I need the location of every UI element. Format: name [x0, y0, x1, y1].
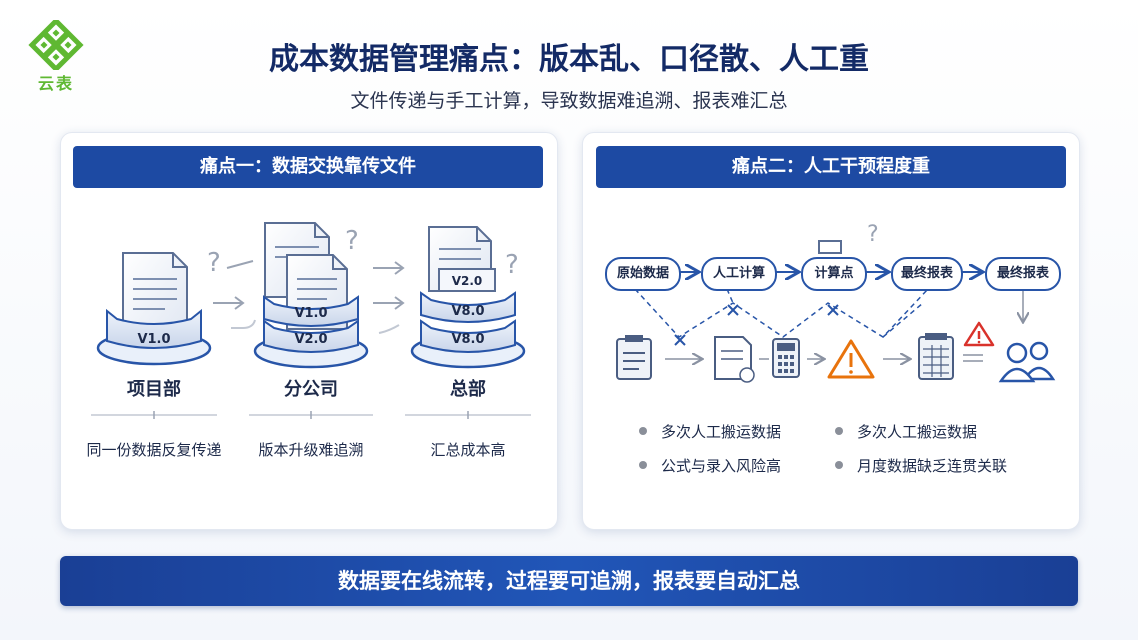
bullet-item-4: 月度数据缺乏连贯关联 [835, 455, 1007, 476]
question-icon: ? [867, 222, 879, 247]
manual-flow-illustration: ? [616, 222, 1056, 383]
bullet-item-2: 多次人工搬运数据 [835, 421, 977, 442]
left-panel-heading: 痛点一：数据交换靠传文件 [73, 146, 543, 188]
stack-icon-3: V2.0 V8.0 V8.0 ? [410, 226, 526, 369]
right-panel: 痛点二：人工干预程度重 ? [582, 132, 1080, 530]
stack-icon-1: V1.0 ? [96, 248, 221, 366]
users-icon [998, 341, 1056, 383]
dept-label-1: 项目部 [127, 379, 181, 400]
bullet-item-1: 多次人工搬运数据 [639, 421, 781, 442]
flow-node-5: 最终报表 [985, 257, 1061, 291]
warning-icon [827, 339, 875, 379]
desc-label-3: 汇总成本高 [430, 441, 506, 459]
brand-logo: 云表 [28, 17, 84, 96]
logo-text: 云表 [37, 74, 74, 93]
page-subtitle: 文件传递与手工计算，导致数据难追溯、报表难汇总 [350, 90, 788, 112]
version-label: V8.0 [451, 304, 484, 319]
question-icon: ? [505, 250, 519, 280]
desc-label-2: 版本升级难追溯 [258, 441, 364, 459]
bullet-item-3: 公式与录入风险高 [639, 455, 781, 476]
file-transfer-illustration: V1.0 ? V1.0 V2.0 [96, 222, 526, 369]
arrow-icon [213, 296, 245, 310]
version-label: V1.0 [137, 332, 170, 347]
version-label: V2.0 [294, 332, 327, 347]
arrow-icon [373, 296, 405, 310]
logo-diamond-icon [28, 17, 84, 73]
page-title: 成本数据管理痛点：版本乱、口径散、人工重 [269, 42, 869, 77]
question-icon: ? [345, 226, 359, 256]
dept-label-3: 总部 [450, 379, 486, 400]
clipboard-icon [616, 335, 652, 380]
calculator-printer-icon: ? [818, 222, 879, 254]
spreadsheet-icon [918, 333, 954, 380]
conclusion-banner: 数据要在线流转，过程要可追溯，报表要自动汇总 [60, 556, 1078, 606]
cross-icon [674, 334, 686, 346]
dept-label-2: 分公司 [284, 379, 338, 400]
flow-node-3: 计算点 [801, 257, 867, 291]
arrow-icon [373, 261, 405, 275]
alert-icon [963, 321, 995, 347]
version-label: V8.0 [451, 332, 484, 347]
cross-icon [827, 304, 839, 316]
question-icon: ? [207, 248, 221, 278]
version-label: V1.0 [294, 306, 327, 321]
document-edit-icon [714, 336, 755, 383]
cross-icon [727, 304, 739, 316]
calculator-icon [772, 338, 800, 378]
flow-node-2: 人工计算 [701, 257, 777, 291]
left-panel: 痛点一：数据交换靠传文件 V1.0 ? [60, 132, 558, 530]
flow-node-1: 原始数据 [605, 257, 681, 291]
desc-label-1: 同一份数据反复传递 [86, 441, 222, 459]
right-panel-heading: 痛点二：人工干预程度重 [596, 146, 1066, 188]
document-icon [122, 252, 188, 344]
dividers [91, 411, 531, 419]
stack-icon-2: V1.0 V2.0 ? [253, 222, 369, 369]
flow-node-4: 最终报表 [891, 257, 963, 291]
version-label: V2.0 [452, 274, 483, 288]
